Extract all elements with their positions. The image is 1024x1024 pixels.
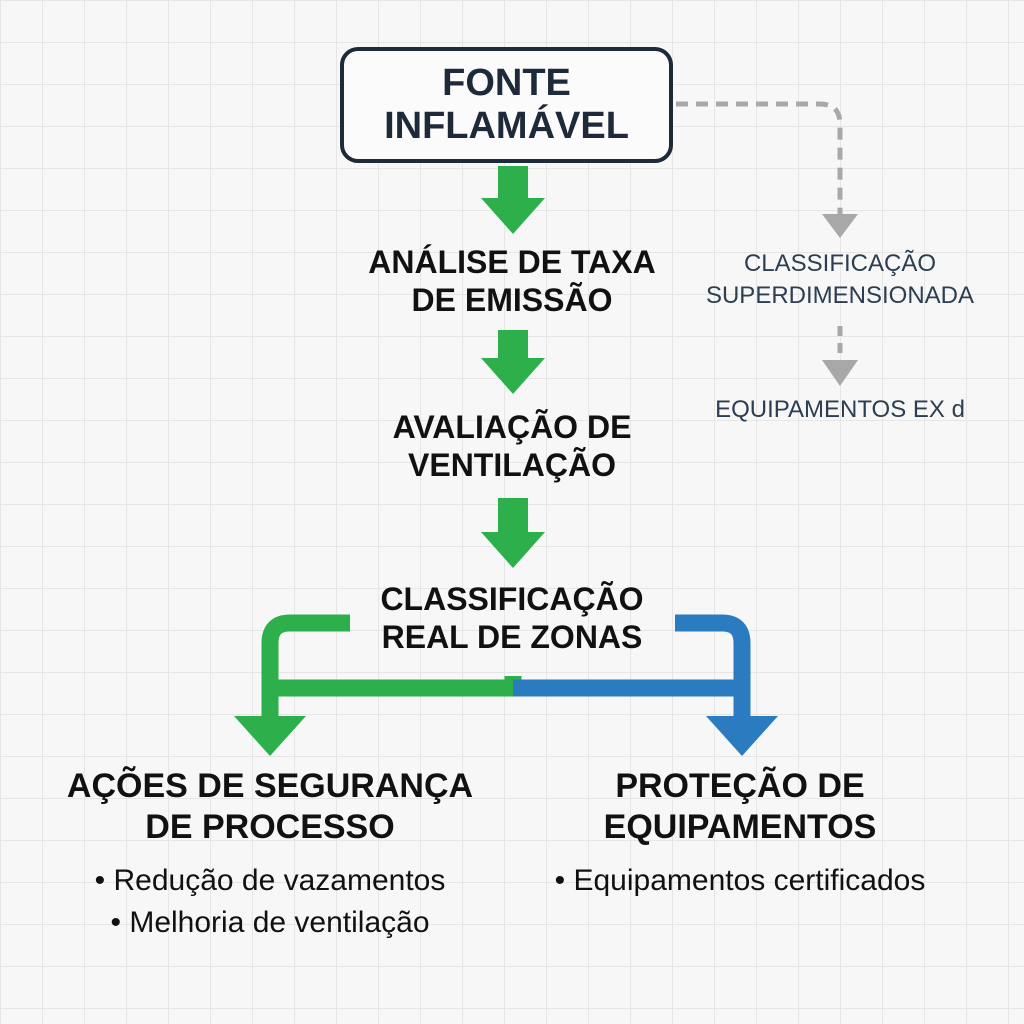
arrow-source-to-emission [481,166,545,234]
step-label-line: AVALIAÇÃO DE [392,409,632,445]
branch-title-line: DE PROCESSO [145,807,395,846]
branch-process-safety-title: AÇÕES DE SEGURANÇA DE PROCESSO [40,766,500,848]
source-line-2: INFLAMÁVEL [384,105,629,147]
arrow-ventilation-to-classification [481,498,545,568]
side-label-line: EQUIPAMENTOS EX d [715,396,965,423]
bullet-item: Redução de vazamentos [40,860,500,902]
step-label-line: REAL DE ZONAS [381,619,643,656]
branch-equipment-protection-bullets: Equipamentos certificados [520,860,960,902]
source-box: FONTE INFLAMÁVEL [340,47,673,163]
step-ventilation-assessment: AVALIAÇÃO DE VENTILAÇÃO [312,408,712,485]
side-label-line: SUPERDIMENSIONADA [705,282,975,310]
step-label-line: ANÁLISE DE TAXA [368,244,656,280]
arrow-emission-to-ventilation [481,330,545,394]
side-label-line: CLASSIFICAÇÃO [743,250,937,277]
branch-title-line: PROTEÇÃO DE [615,767,865,805]
main-flow-arrows [481,166,545,568]
arrow-to-equipment-protection [706,716,778,756]
side-ex-d-equipment: EQUIPAMENTOS EX d [688,394,992,426]
arrow-to-oversized [822,214,858,238]
bullet-item: Melhoria de ventilação [40,902,500,944]
branch-process-safety-bullets: Redução de vazamentos Melhoria de ventil… [40,860,500,944]
arrow-to-process-safety [234,716,306,756]
source-line-1: FONTE [442,62,571,105]
arrow-to-ex-d [822,360,858,386]
side-oversized-classification: CLASSIFICAÇÃO SUPERDIMENSIONADA [688,248,992,313]
bullet-item: Equipamentos certificados [520,860,960,902]
side-path-connector [676,101,858,386]
step-label-line: CLASSIFICAÇÃO [380,581,644,617]
right-branch-connector [513,614,778,756]
branch-title-line: AÇÕES DE SEGURANÇA [66,767,474,805]
step-label-line: DE EMISSÃO [411,282,613,319]
step-label-line: VENTILAÇÃO [408,447,616,484]
branch-title-line: EQUIPAMENTOS [603,807,877,846]
step-real-zone-classification: CLASSIFICAÇÃO REAL DE ZONAS [312,580,712,657]
branch-equipment-protection-title: PROTEÇÃO DE EQUIPAMENTOS [520,766,960,848]
step-emission-rate-analysis: ANÁLISE DE TAXA DE EMISSÃO [312,243,712,320]
